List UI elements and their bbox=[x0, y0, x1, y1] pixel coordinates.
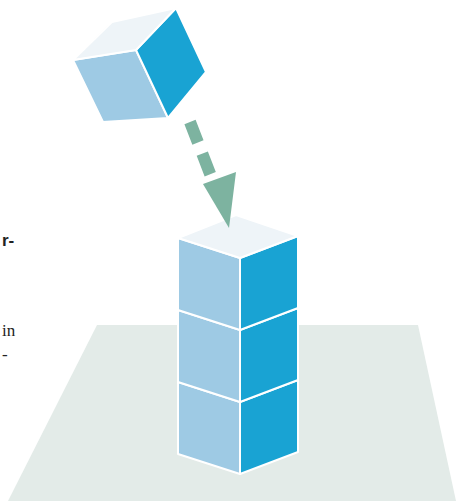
falling-cube bbox=[73, 8, 206, 122]
text-fragment: - bbox=[2, 346, 8, 363]
text-fragment: r- bbox=[2, 232, 14, 249]
cube-stack bbox=[178, 215, 298, 474]
drop-arrow bbox=[190, 122, 236, 228]
text-fragment: in bbox=[2, 322, 15, 339]
